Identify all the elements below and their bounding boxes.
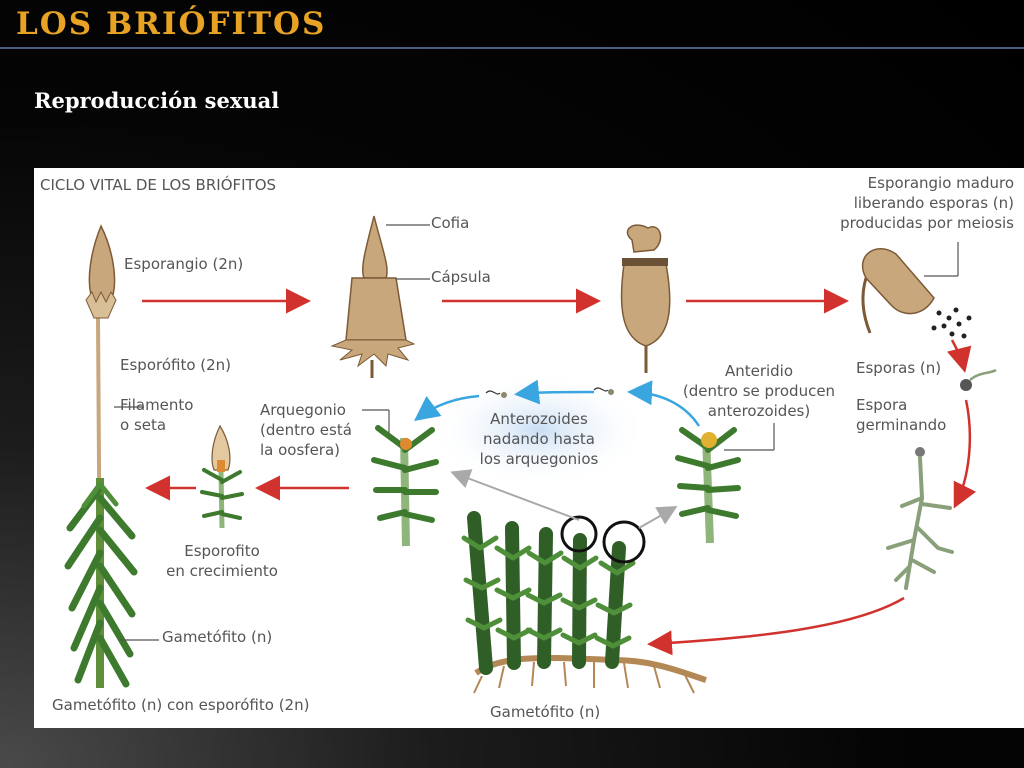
- label-arquegonio-2: (dentro está: [260, 421, 352, 439]
- label-gametofito-bottom: Gametófito (n): [490, 703, 601, 721]
- pointer-arrows: [450, 469, 678, 529]
- label-gametofito-left: Gametófito (n): [162, 628, 273, 646]
- growing-sporophyte: [200, 424, 244, 529]
- life-cycle-diagram: CICLO VITAL DE LOS BRIÓFITOS Esporangio …: [34, 168, 1024, 728]
- label-esporangio-maduro-1: Esporangio maduro: [867, 174, 1014, 192]
- germinating-spore: [960, 368, 997, 391]
- slide-subtitle: Reproducción sexual: [34, 88, 280, 113]
- label-esporas: Esporas (n): [856, 359, 942, 377]
- label-capsula: Cápsula: [431, 268, 491, 286]
- gametophyte-with-sporophyte: [64, 224, 138, 688]
- label-espora-germinando-2: germinando: [856, 416, 947, 434]
- label-esporangio-maduro-3: producidas por meiosis: [840, 214, 1014, 232]
- label-arquegonio-1: Arquegonio: [260, 401, 346, 419]
- label-anterozoides-1: Anterozoides: [490, 410, 588, 428]
- label-esporangio: Esporangio (2n): [124, 255, 244, 273]
- label-filamento-1: Filamento: [120, 396, 194, 414]
- label-esporofito-crecimiento-1: Esporofito: [184, 542, 260, 560]
- label-anteridio-2: (dentro se producen: [682, 382, 836, 400]
- label-anterozoides-3: los arquegonios: [479, 450, 599, 468]
- label-espora-germinando-1: Espora: [856, 396, 908, 414]
- archegonium-shoot: [371, 425, 439, 547]
- diagram-heading: CICLO VITAL DE LOS BRIÓFITOS: [40, 176, 277, 194]
- label-anteridio-3: anterozoides): [707, 402, 811, 420]
- opening-capsule: [620, 224, 671, 373]
- diagram-artwork: [64, 215, 997, 694]
- capsule-with-calyptra: [330, 215, 416, 378]
- label-filamento-2: o seta: [120, 416, 167, 434]
- anterozoid-glow: [429, 372, 649, 488]
- label-anterozoides-2: nadando hasta: [483, 430, 595, 448]
- cycle-arrows: [142, 288, 977, 656]
- anterozoid-arrows: [413, 379, 701, 427]
- label-anteridio-1: Anteridio: [724, 362, 794, 380]
- label-esporofito-crecimiento-2: en crecimiento: [166, 562, 278, 580]
- slide-title: LOS BRIÓFITOS: [16, 6, 327, 42]
- gametophyte-colony: [461, 511, 707, 694]
- title-divider: [0, 47, 1024, 49]
- mature-sporangium: [861, 248, 972, 339]
- label-gametofito-esporofito: Gametófito (n) con esporófito (2n): [52, 696, 310, 714]
- antheridium-shoot: [675, 427, 741, 544]
- label-cofia: Cofia: [431, 214, 470, 232]
- protonema: [886, 447, 954, 590]
- label-arquegonio-3: la oosfera): [260, 441, 341, 459]
- label-esporofito: Esporófito (2n): [120, 356, 232, 374]
- label-esporangio-maduro-2: liberando esporas (n): [853, 194, 1014, 212]
